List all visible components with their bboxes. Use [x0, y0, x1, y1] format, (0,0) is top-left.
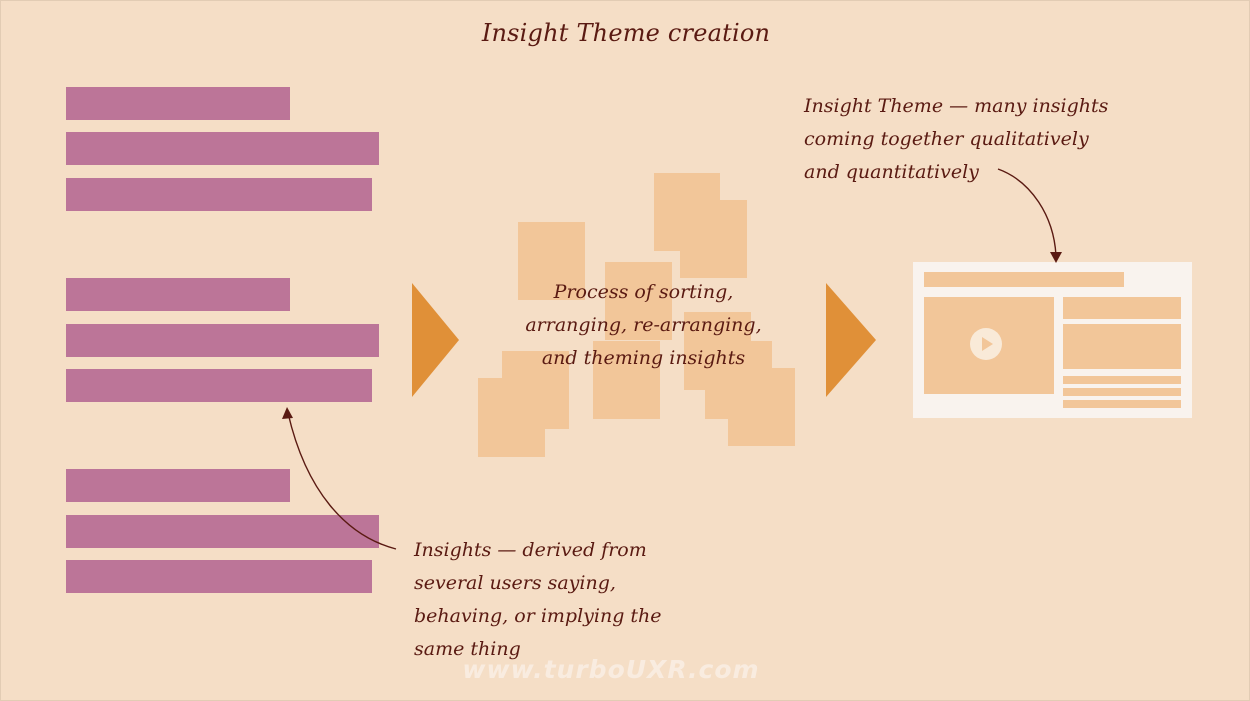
insight-bar — [66, 369, 372, 402]
flow-arrow-1-icon — [412, 283, 459, 397]
insight-bar — [66, 515, 379, 548]
mockup-side-block — [1063, 324, 1181, 369]
sticky-note — [593, 341, 660, 419]
sticky-note — [478, 378, 545, 457]
insight-bar — [66, 469, 290, 502]
insights-note-line: same thing — [414, 638, 521, 660]
insight-bar — [66, 178, 372, 211]
sticky-note — [680, 200, 747, 278]
theme-page-mockup — [913, 262, 1192, 418]
insights-note-line: Insights — derived from — [414, 539, 647, 561]
sticky-note — [728, 368, 795, 446]
insights-pointer-arrow — [287, 412, 397, 550]
diagram-title: Insight Theme creation — [481, 19, 771, 47]
theme-note-line: Insight Theme — many insights — [804, 95, 1109, 117]
insights-note: Insights — derived from several users sa… — [414, 534, 662, 666]
insight-bar — [66, 560, 372, 593]
process-note-line: and theming insights — [541, 347, 746, 369]
mockup-side-line — [1063, 376, 1181, 384]
mockup-side-line — [1063, 400, 1181, 408]
insights-note-line: several users saying, — [414, 572, 616, 594]
mockup-video-block — [924, 297, 1054, 394]
insights-note-line: behaving, or implying the — [414, 605, 662, 627]
process-note-line: Process of sorting, — [553, 281, 734, 303]
flow-arrow-2-icon — [826, 283, 876, 397]
insight-bar — [66, 87, 290, 120]
theme-pointer-arrowhead-icon — [1050, 252, 1062, 263]
insight-bar — [66, 278, 290, 311]
insight-bar — [66, 132, 379, 165]
play-icon — [970, 328, 1002, 360]
mockup-side-bar — [1063, 297, 1181, 319]
watermark: www.turboUXR.com — [462, 655, 760, 684]
theme-note-line: and quantitatively — [804, 161, 979, 183]
theme-note-line: coming together qualitatively — [804, 128, 1089, 150]
process-note: Process of sorting, arranging, re-arrang… — [511, 276, 776, 375]
sticky-note — [518, 222, 585, 300]
theme-note: Insight Theme — many insights coming tog… — [804, 90, 1108, 189]
process-note-line: arranging, re-arranging, — [525, 314, 762, 336]
insights-pointer-arrowhead-icon — [282, 407, 293, 419]
mockup-side-line — [1063, 388, 1181, 396]
sticky-note — [605, 262, 672, 340]
mockup-header-bar — [924, 272, 1124, 287]
theme-pointer-arrow — [997, 168, 1057, 257]
insight-bar — [66, 324, 379, 357]
